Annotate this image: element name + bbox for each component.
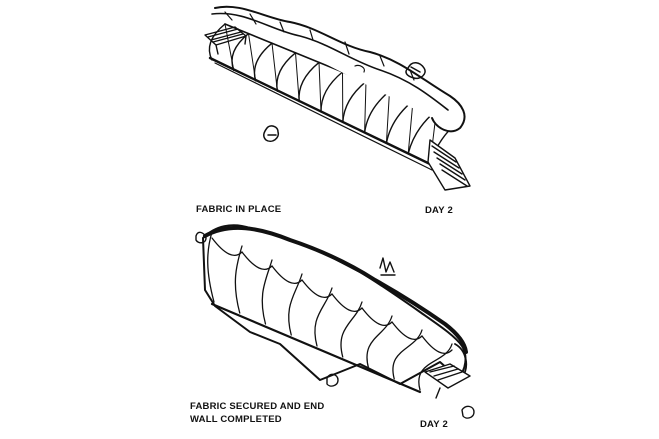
panel-1-caption: FABRIC IN PLACE [196, 204, 282, 215]
fabric-scallop [391, 321, 423, 340]
fabric-rib [207, 231, 215, 303]
panel-1-day-label: DAY 2 [425, 205, 453, 216]
frame-brace [224, 23, 235, 71]
fabric-rib [261, 259, 273, 325]
frame-rib [298, 61, 320, 103]
frame-brace [364, 81, 367, 134]
frame-brace [385, 90, 390, 144]
frame-rib [208, 23, 226, 61]
panel-2-caption-line-1: FABRIC SECURED AND END [190, 401, 325, 412]
frame-brace [248, 33, 257, 82]
frame-rib [320, 71, 344, 113]
frame-rib [385, 100, 414, 144]
fabric-rib [340, 301, 363, 358]
frame-rib [253, 42, 273, 82]
frame-bracing [224, 23, 437, 165]
right-ramp [427, 139, 471, 191]
frame-rib [276, 52, 297, 92]
panel-2-caption-line-2: WALL COMPLETED [190, 414, 282, 425]
fabric-secured-drawing [195, 224, 475, 419]
fabric-rib [366, 315, 393, 369]
fabric-scallop [301, 279, 333, 298]
fabric-rib [314, 287, 333, 347]
frame-with-fabric-drawing [204, 5, 471, 191]
fabric-rib [234, 245, 243, 314]
fabric-cover [202, 224, 467, 385]
frame-rib [363, 90, 391, 134]
frame-rib [342, 80, 367, 124]
panel-2-day-label: DAY 2 [420, 419, 448, 430]
fabric-scallop [331, 293, 363, 312]
frame-brace [271, 42, 278, 92]
bottom-right-ramp [424, 363, 471, 399]
fabric-rib [288, 273, 303, 336]
frame-brace [295, 52, 300, 103]
fabric-scallop [361, 307, 393, 326]
fabric-ribs [207, 231, 453, 391]
fabric-rib [392, 329, 423, 380]
frame-brace [318, 61, 322, 113]
fabric-roll [214, 5, 466, 133]
fabric-scallop [271, 265, 303, 284]
fabric-rib [418, 343, 453, 391]
frame-brace [407, 100, 414, 155]
fabric-scallop [421, 335, 453, 354]
